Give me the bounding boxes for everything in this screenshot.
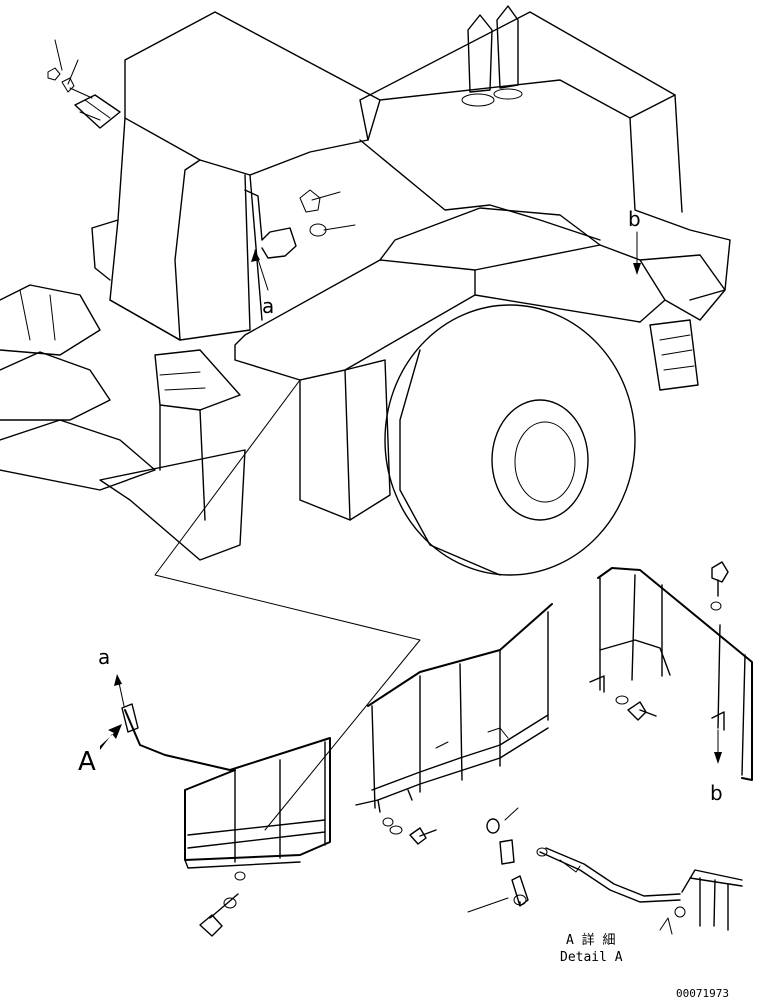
arrow-b-top (633, 231, 641, 275)
callout-b-detail: b (710, 781, 723, 805)
callout-b-top: b (628, 207, 641, 231)
arrow-b-detail (714, 729, 722, 764)
arrow-a-top (251, 249, 269, 291)
handrail-right (589, 561, 753, 781)
leader-line-detail (154, 379, 421, 831)
detail-caption-en: Detail A (560, 950, 623, 965)
handrail-left (121, 703, 331, 937)
handrail-center (355, 603, 553, 845)
machine-body (0, 5, 731, 576)
detail-caption-jp: A 詳 細 (566, 932, 615, 948)
detail-a-assembly (467, 807, 743, 935)
callout-view-a: A (78, 747, 96, 777)
callout-a-detail: a (98, 645, 110, 669)
drawing-number: 00071973 (676, 987, 729, 1000)
callout-a-top: a (262, 294, 274, 318)
view-arrow-a (100, 724, 122, 750)
arrow-a-detail (114, 674, 125, 707)
